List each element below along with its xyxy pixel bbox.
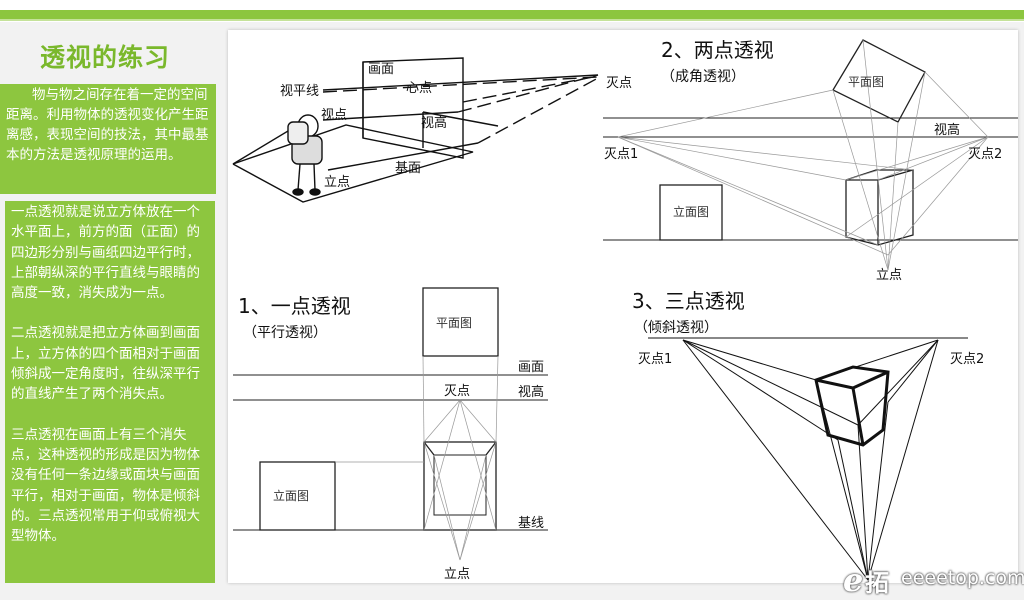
top-bar xyxy=(0,0,1024,22)
label-shidian: 视点 xyxy=(321,108,347,123)
one-point-shigao: 视高 xyxy=(518,384,544,400)
one-point-jixian: 基线 xyxy=(518,516,544,531)
one-point-miedian: 灭点 xyxy=(444,384,470,399)
watermark-logo: e 拓 eeeetop.com xyxy=(843,561,1024,599)
label-huamian: 画面 xyxy=(368,62,394,77)
intro-text: 物与物之间存在着一定的空间距离。利用物体的透视变化产生距离感，表现空间的技法，其… xyxy=(0,84,216,194)
one-point-title: 1、一点透视 xyxy=(238,294,351,318)
one-point-subtitle: （平行透视） xyxy=(243,325,327,341)
two-point-vp2: 灭点2 xyxy=(968,147,1002,162)
label-shigao: 视高 xyxy=(421,115,447,131)
one-point-elevation: 立面图 xyxy=(273,488,309,503)
one-point-diagram xyxy=(233,287,548,561)
two-point-lidian: 立点 xyxy=(876,268,902,283)
one-point-explanation: 一点透视就是说立方体放在一个水平面上，前方的面（正面）的四边形分别与画纸四边平行… xyxy=(11,204,200,302)
label-miedian: 灭点 xyxy=(606,76,632,91)
two-point-diagram xyxy=(603,39,1018,271)
two-point-elevation: 立面图 xyxy=(673,204,709,219)
main-perspective-diagram xyxy=(232,57,599,203)
two-point-plan-label: 平面图 xyxy=(848,75,884,89)
three-point-subtitle: （倾斜透视） xyxy=(634,320,718,336)
one-point-huamian: 画面 xyxy=(518,360,544,375)
one-point-lidian: 立点 xyxy=(444,567,470,582)
watermark-url: eeeetop.com xyxy=(901,567,1024,589)
three-point-diagram xyxy=(648,337,968,581)
two-point-explanation: 二点透视就是把立方体画到画面上，立方体的四个面相对于画面倾斜成一定角度时，往纵深… xyxy=(11,325,200,403)
explanation-panel: 一点透视就是说立方体放在一个水平面上，前方的面（正面）的四边形分别与画纸四边平行… xyxy=(5,201,215,583)
watermark-e: e xyxy=(843,561,864,599)
two-point-subtitle: （成角透视） xyxy=(661,69,745,85)
three-point-vp1: 灭点1 xyxy=(638,352,672,367)
two-point-title: 2、两点透视 xyxy=(661,38,774,62)
three-point-title: 3、三点透视 xyxy=(632,289,745,313)
label-jimian: 基面 xyxy=(395,161,421,176)
label-xindian: 心点 xyxy=(406,81,432,96)
perspective-diagrams: 画面 视平线 心点 灭点 视点 视高 基面 立点 2、两点透视 （成角透视） xyxy=(232,38,1018,582)
page-title: 透视的练习 xyxy=(40,43,171,72)
two-point-shigao: 视高 xyxy=(934,122,960,138)
label-shipingxian: 视平线 xyxy=(280,84,319,99)
label-lidian: 立点 xyxy=(324,175,350,190)
three-point-vp2: 灭点2 xyxy=(950,352,984,367)
two-point-vp1: 灭点1 xyxy=(604,147,638,162)
diagram-canvas: 画面 视平线 心点 灭点 视点 视高 基面 立点 2、两点透视 （成角透视） xyxy=(228,30,1018,583)
one-point-plan-label: 平面图 xyxy=(436,316,472,330)
three-point-explanation: 三点透视在画面上有三个消失点，这种透视的形成是因为物体没有任何一条边缘或面块与画… xyxy=(11,426,200,545)
watermark-zh: 拓 xyxy=(865,569,889,597)
